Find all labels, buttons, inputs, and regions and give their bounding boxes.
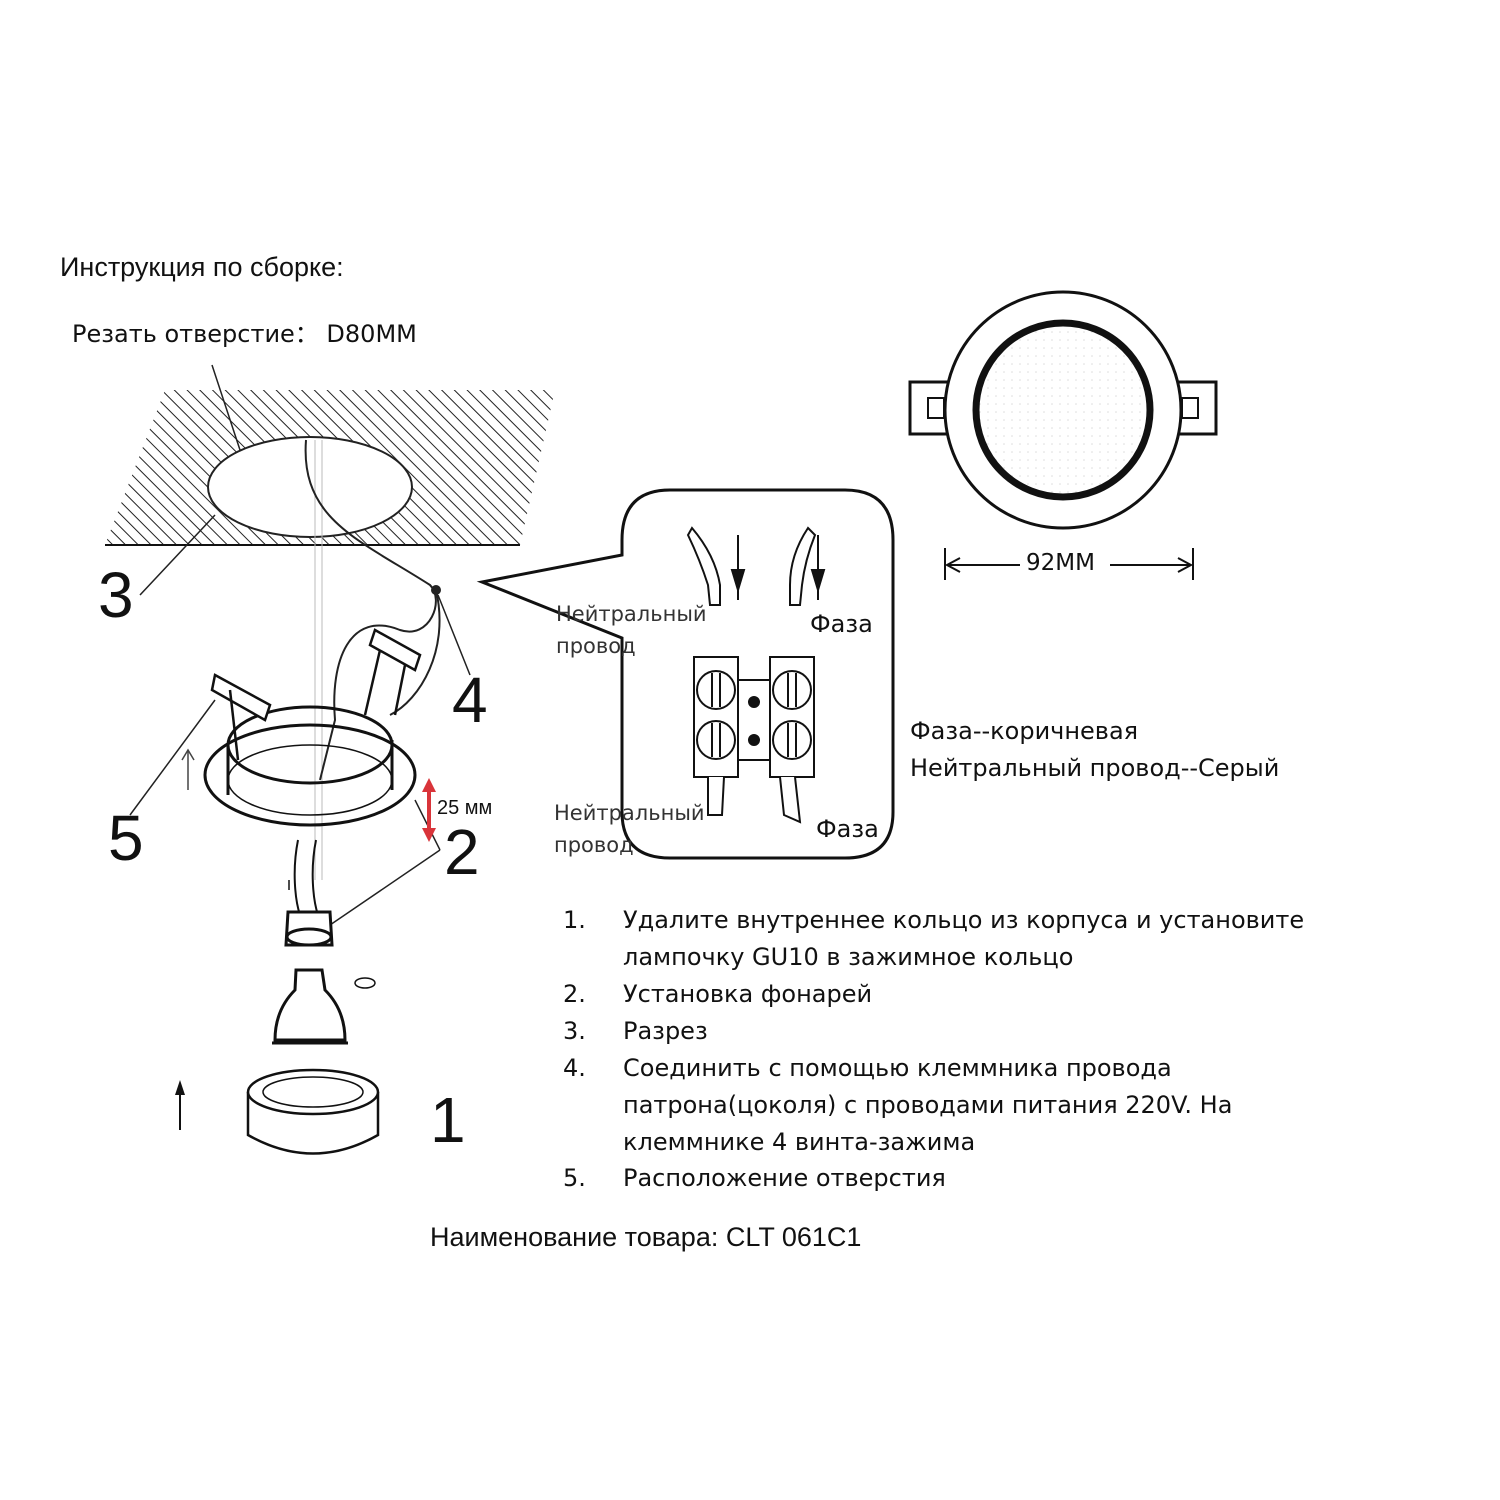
inner-ring <box>246 1068 380 1155</box>
step-number-4: 4 <box>452 664 488 736</box>
product-name: Наименование товара: CLT 061C1 <box>430 1222 862 1252</box>
list-text: патрона(цоколя) с проводами питания 220V… <box>623 1091 1233 1119</box>
list-number: 1. <box>563 906 586 934</box>
step-number-2: 2 <box>444 816 480 888</box>
legend-phase: Фаза--коричневая <box>910 717 1139 745</box>
list-text: Разрез <box>623 1017 708 1045</box>
callout-phase-top: Фаза <box>810 610 873 638</box>
list-number: 4. <box>563 1054 586 1082</box>
fixture-top-view <box>908 290 1218 530</box>
callout-neutral-top: Нейтральный <box>556 602 707 626</box>
list-number: 2. <box>563 980 586 1008</box>
step-number-1: 1 <box>430 1084 466 1156</box>
lamp-socket <box>284 910 334 947</box>
list-text: лампочку GU10 в зажимное кольцо <box>623 943 1074 971</box>
callout-neutral-bottom: Нейтральный <box>554 801 705 825</box>
terminal-block <box>693 656 815 824</box>
step-number-5: 5 <box>108 802 144 874</box>
cut-hole-label: Резать отверстие： D80MM <box>72 320 417 348</box>
ceiling-hatch <box>105 390 555 546</box>
list-text: клеммнике 4 винта-зажима <box>623 1128 976 1156</box>
callout-phase-bottom: Фаза <box>816 815 879 843</box>
dimension-label: 92MM <box>1026 550 1095 576</box>
callout-neutral-bottom-2: провод <box>554 833 634 857</box>
list-text: Соединить с помощью клеммника провода <box>623 1054 1172 1082</box>
list-text: Установка фонарей <box>623 980 873 1008</box>
dimension-line <box>944 548 1194 580</box>
height-label: 25 мм <box>437 797 493 819</box>
page-title: Инструкция по сборке: <box>60 252 344 282</box>
list-number: 3. <box>563 1017 586 1045</box>
list-number: 5. <box>563 1164 586 1192</box>
fixture-housing <box>203 705 417 827</box>
legend-neutral: Нейтральный провод--Серый <box>910 754 1280 782</box>
list-text: Удалите внутреннее кольцо из корпуса и у… <box>623 906 1305 934</box>
height-arrow <box>422 778 436 842</box>
list-text: Расположение отверстия <box>623 1164 946 1192</box>
step-number-3: 3 <box>98 559 134 631</box>
gu10-bulb <box>272 968 376 1045</box>
callout-neutral-top-2: провод <box>556 634 636 658</box>
callout-bubble <box>476 488 895 860</box>
